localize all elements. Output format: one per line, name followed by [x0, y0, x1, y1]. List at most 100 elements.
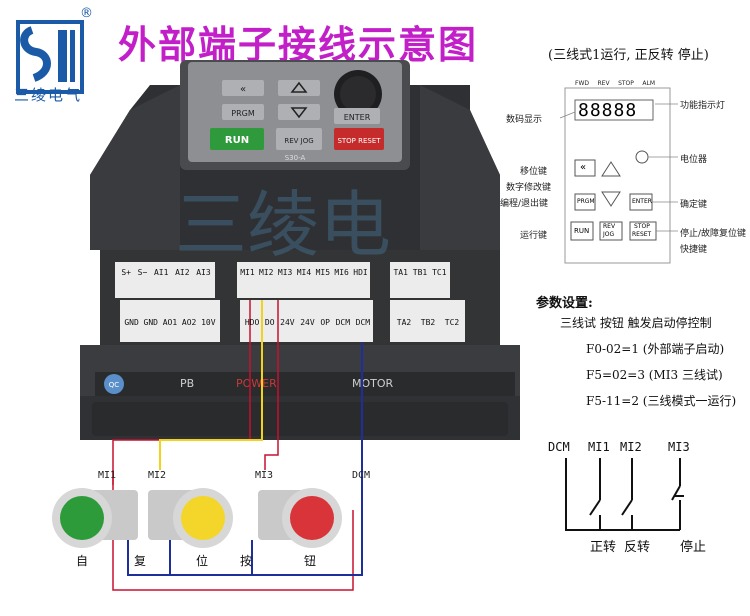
terminal-label: MI5	[315, 268, 331, 277]
sanling-logo	[16, 20, 84, 94]
qc-label: QC	[109, 381, 120, 389]
power-label: POWER	[236, 377, 277, 390]
terminal-row-top-left: S+ S− AI1 AI2 AI3	[118, 268, 214, 277]
red-pushbutton	[258, 488, 342, 548]
terminal-label: MI2	[259, 268, 274, 277]
model-tag: S30-A	[285, 154, 306, 162]
label-stop-reset-key: 停止/故障复位键	[680, 229, 747, 239]
terminal-label: MI3	[277, 268, 293, 277]
terminal-label: TC2	[444, 318, 460, 327]
terminal-label: TC1	[432, 268, 447, 277]
terminal-label: GND	[143, 318, 158, 327]
button-caption: 钮	[304, 554, 317, 568]
params-intro: 三线试 按钮 触发启动停控制	[560, 316, 712, 330]
terminal-label: AO2	[181, 318, 197, 327]
terminal-label: TA2	[396, 318, 412, 327]
terminal-label: S−	[137, 268, 148, 277]
panel-stop-label: STOP	[634, 223, 650, 230]
panel-enter-label: ENTER	[632, 198, 652, 205]
terminal-row-top-mid: MI1 MI2 MI3 MI4 MI5 MI6 HDI	[238, 268, 370, 277]
button-caption: 按	[240, 554, 253, 568]
terminal-row-bottom-left: GND GND AO1 AO2 10V	[122, 318, 218, 327]
terminal-label: DCM	[335, 318, 351, 327]
schematic-label-mi2: MI2	[620, 440, 642, 454]
logo-caption: 三绫电气	[14, 86, 83, 104]
terminal-label: AI3	[196, 268, 211, 277]
schematic-caption-stop: 停止	[680, 540, 707, 555]
wire-label-mi3: MI3	[255, 470, 274, 481]
keypad-stop-reset-label: STOP RESET	[337, 137, 381, 145]
terminal-label: AI2	[175, 268, 190, 277]
three-wire-schematic	[565, 458, 684, 531]
schematic-label-mi1: MI1	[588, 440, 610, 454]
label-potentiometer: 电位器	[680, 155, 708, 165]
label-shift-key: 移位键	[520, 167, 548, 177]
label-digit-modify-key: 数字修改键	[506, 183, 552, 193]
panel-rev-label: REV	[603, 223, 616, 230]
label-program-key: 编程/退出键	[500, 199, 549, 209]
schematic-caption-reverse: 反转	[624, 540, 651, 555]
terminal-label: MI6	[334, 268, 349, 277]
registered-mark: ®	[80, 6, 93, 21]
indicator-label: ALM	[642, 80, 655, 87]
button-caption: 自	[76, 554, 89, 568]
panel-indicator-row: FWD REV STOP ALM	[575, 80, 655, 87]
terminal-label: TB2	[420, 318, 436, 327]
panel-display: 88888	[578, 100, 638, 121]
wire-label-mi2: MI2	[148, 470, 167, 481]
label-digital-display: 数码显示	[506, 115, 543, 125]
panel-reset-label: RESET	[632, 231, 652, 238]
terminal-label: AI1	[153, 268, 169, 277]
keypad-rev-jog-label: REV JOG	[284, 137, 313, 145]
terminal-label: DO	[264, 318, 275, 327]
keypad-prgm-label: PRGM	[231, 109, 255, 118]
terminal-label: MI1	[240, 268, 255, 277]
motor-label: MOTOR	[352, 377, 394, 390]
label-confirm-key: 确定键	[680, 200, 708, 210]
button-caption: 位	[196, 554, 209, 568]
indicator-label: FWD	[575, 80, 590, 87]
label-run-key: 运行键	[520, 231, 548, 241]
terminal-label: GND	[124, 318, 139, 327]
page-title: 外部端子接线示意图	[118, 23, 479, 67]
label-shortcut-key: 快捷键	[680, 245, 708, 255]
terminal-label: 24V	[280, 318, 295, 327]
terminal-row-top-right: TA1 TB1 TC1	[391, 268, 449, 277]
keypad-run-label: RUN	[225, 135, 249, 146]
terminal-label: 24V	[300, 318, 315, 327]
panel-jog-label: JOG	[603, 231, 615, 238]
page-subtitle: (三线式1运行, 正反转 停止)	[548, 48, 709, 63]
terminal-label: MI4	[296, 268, 312, 277]
panel-prgm-label: PRGM	[577, 198, 595, 205]
terminal-label: AO1	[162, 318, 178, 327]
terminal-row-bottom-mid: HDO DO 24V 24V OP DCM DCM	[242, 318, 373, 327]
terminal-label: 10V	[201, 318, 216, 327]
schematic-label-mi3: MI3	[668, 440, 690, 454]
wire-label-dcm: DCM	[352, 470, 371, 481]
wire-label-mi1: MI1	[98, 470, 117, 481]
panel-shift-icon: «	[580, 162, 587, 173]
keypad-panel-drawing	[559, 87, 678, 264]
panel-run-label: RUN	[574, 227, 590, 235]
terminal-row-bottom-right: TA2 TB2 TC2	[392, 318, 464, 327]
watermark: 三绫电	[175, 183, 391, 267]
terminal-label: HDO	[244, 318, 260, 327]
param-line: F5=02=3 (MI3 三线试)	[586, 368, 723, 382]
button-caption: 复	[134, 554, 147, 568]
terminal-label: HDI	[353, 268, 368, 277]
terminal-label: DCM	[355, 318, 371, 327]
param-line: F0-02=1 (外部端子启动)	[586, 342, 725, 356]
green-pushbutton	[52, 488, 138, 548]
schematic-caption-forward: 正转	[590, 540, 617, 555]
terminal-label: TA1	[393, 268, 408, 277]
label-function-indicator: 功能指示灯	[680, 101, 726, 111]
keypad-shift-icon: «	[240, 84, 246, 95]
terminal-label: S+	[121, 268, 131, 277]
terminal-label: OP	[320, 318, 330, 327]
params-title: 参数设置:	[536, 296, 593, 311]
indicator-label: REV	[597, 80, 610, 87]
schematic-label-dcm: DCM	[548, 440, 570, 454]
keypad-enter-label: ENTER	[344, 113, 371, 122]
param-line: F5-11=2 (三线模式一运行)	[586, 394, 737, 408]
